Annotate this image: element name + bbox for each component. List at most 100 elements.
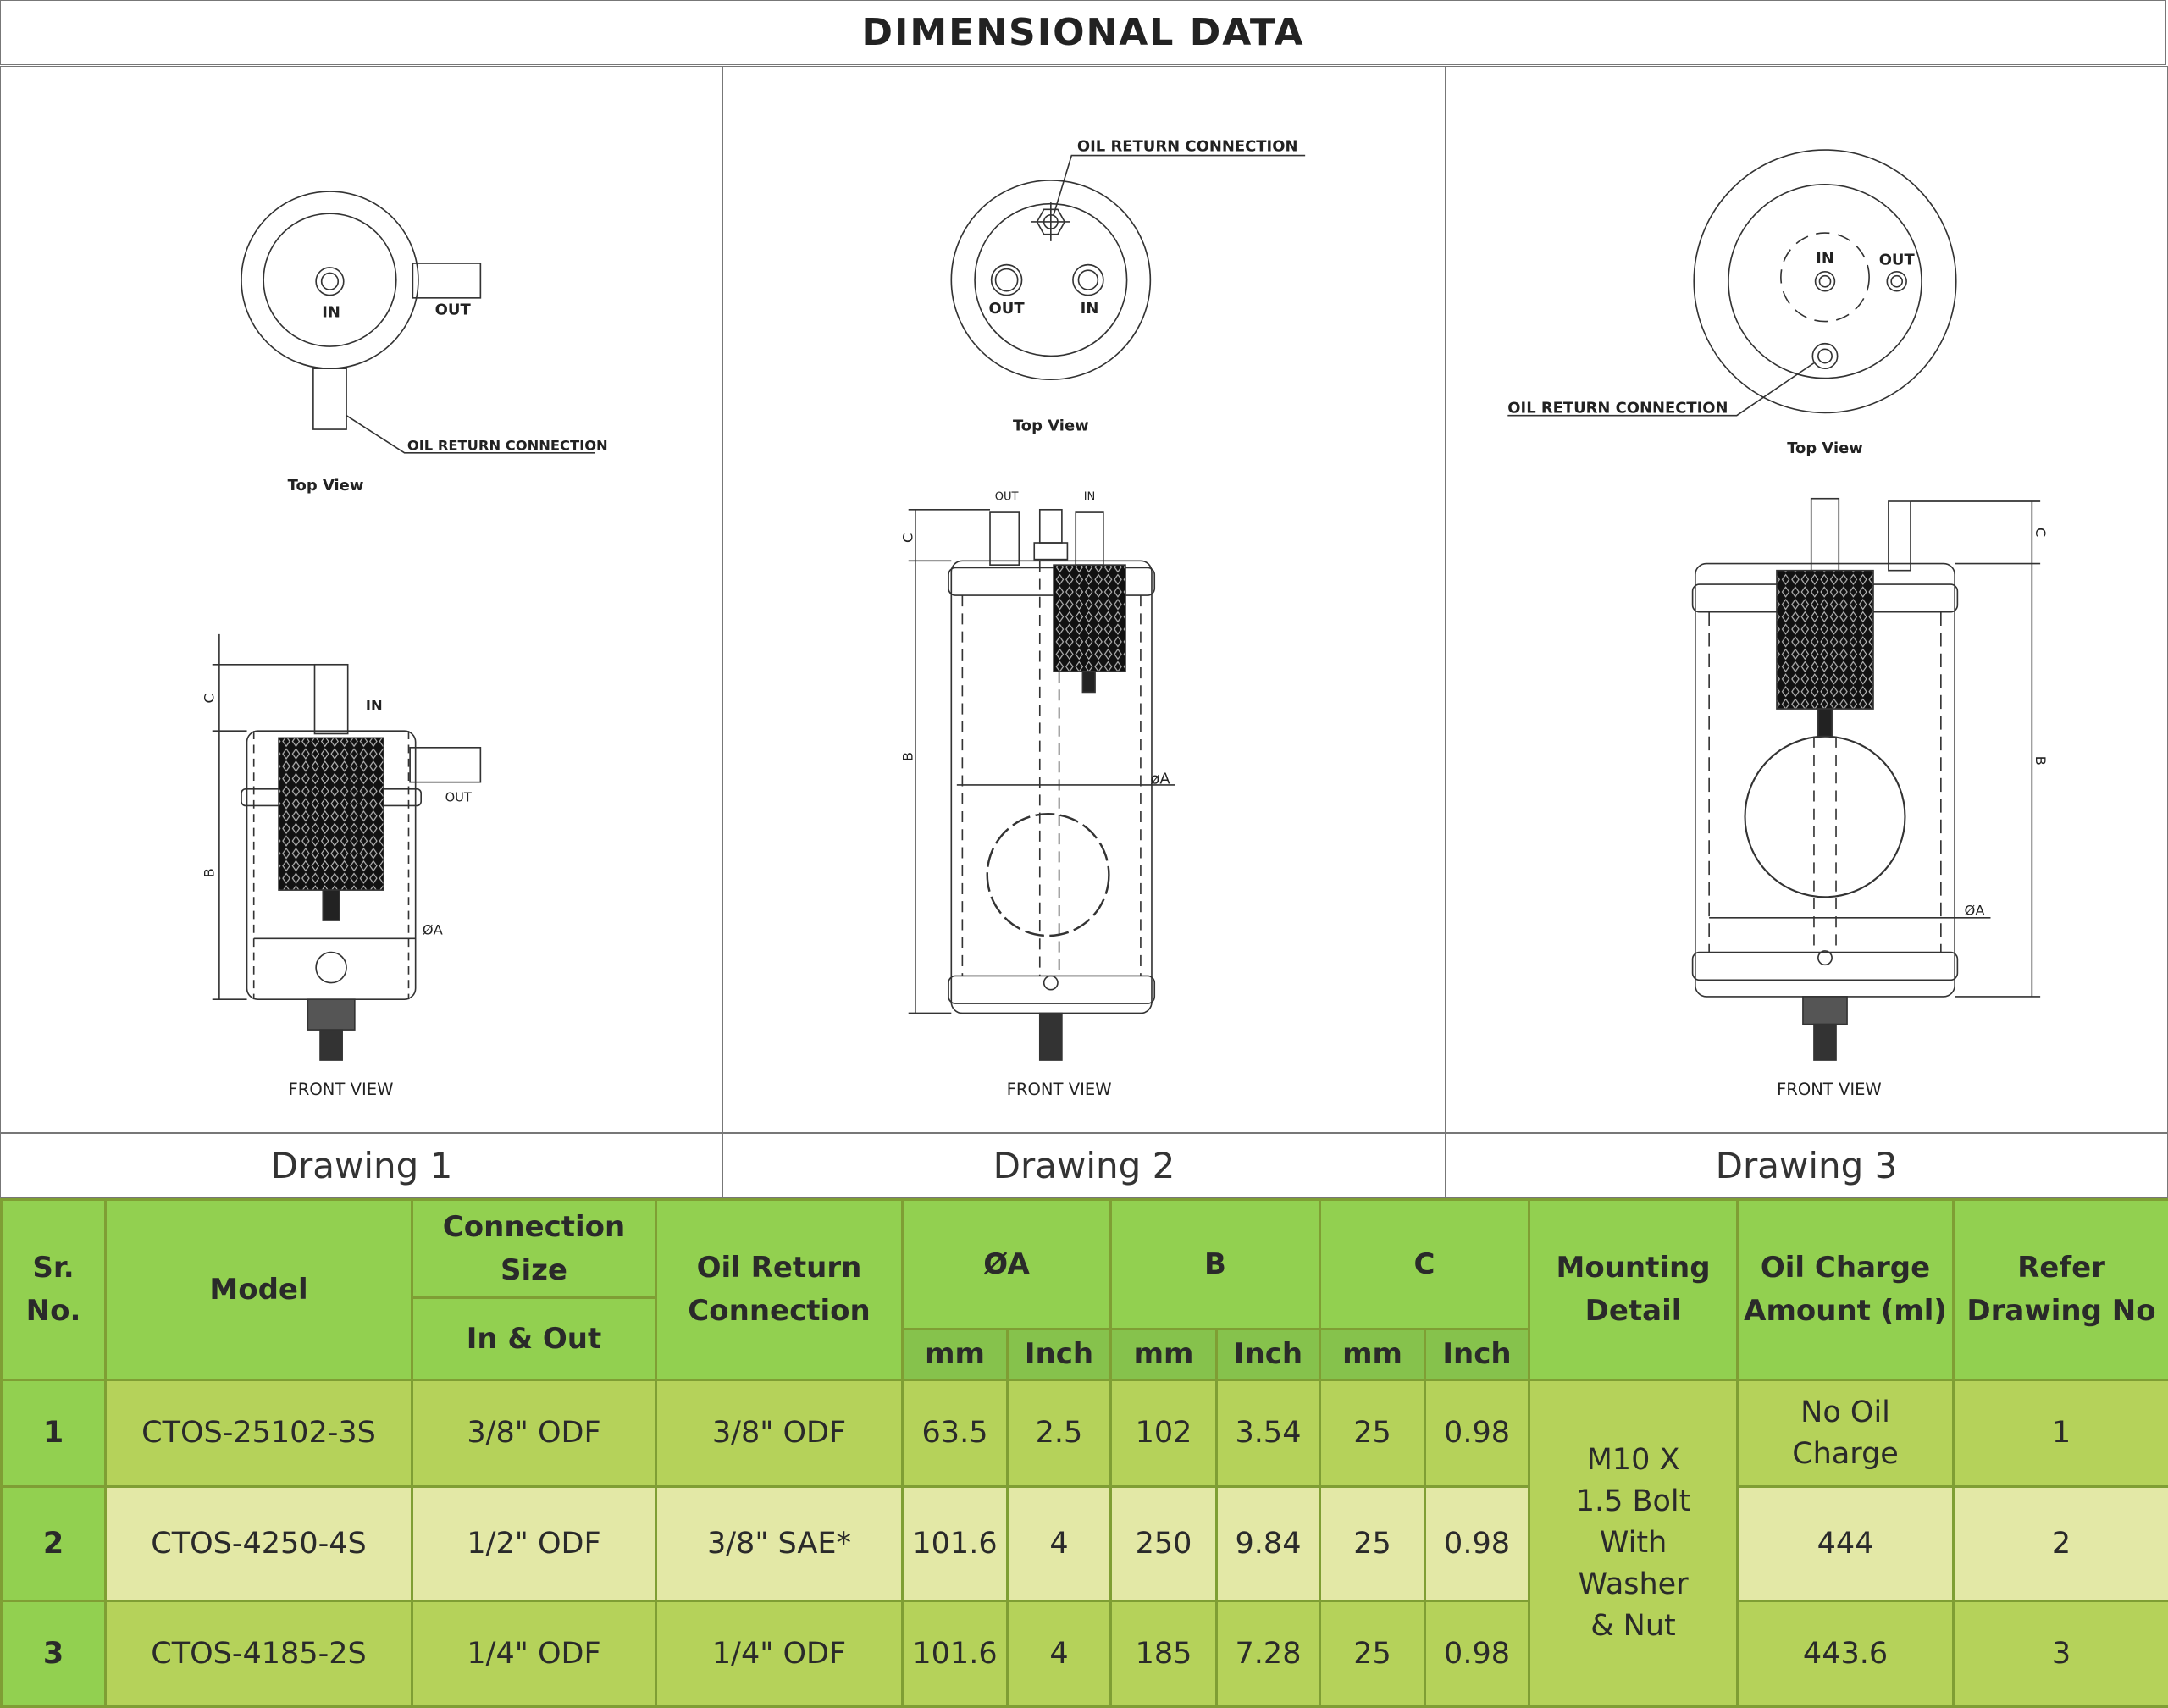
dim-b-label: B [201, 868, 217, 877]
header-c-inch: Inch [1425, 1329, 1529, 1380]
header-b: B [1111, 1200, 1320, 1329]
drawing-3-panel: IN OUT OIL RETURN CONNECTION Top View ØA… [1445, 66, 2168, 1133]
oil-return-label: OIL RETURN CONNECTION [1077, 138, 1298, 156]
front-view-2 [909, 510, 1175, 1060]
header-model: Model [106, 1200, 412, 1380]
drawing-2-label: Drawing 2 [722, 1133, 1446, 1198]
front-in-label: IN [1084, 490, 1096, 503]
header-refer-drawing: Refer Drawing No [1954, 1200, 2168, 1380]
cell-b-in: 7.28 [1217, 1601, 1320, 1707]
header-connection-size: Connection Size [412, 1200, 656, 1298]
cell-a-mm: 101.6 [903, 1601, 1008, 1707]
cell-oil-return: 1/4" ODF [656, 1601, 903, 1707]
cell-b-in: 9.84 [1217, 1487, 1320, 1601]
drawing-1-label: Drawing 1 [0, 1133, 723, 1198]
dim-a-label: ØA [1965, 902, 1986, 918]
table-row: 1 CTOS-25102-3S 3/8" ODF 3/8" ODF 63.5 2… [2, 1380, 2168, 1487]
oil-return-label: OIL RETURN CONNECTION [1507, 399, 1728, 417]
cell-a-in: 2.5 [1008, 1380, 1111, 1487]
cell-oil-charge: 443.6 [1738, 1601, 1954, 1707]
top-view-3 [1507, 150, 1955, 416]
header-sr-no: Sr. No. [2, 1200, 106, 1380]
header-a: ØA [903, 1200, 1111, 1329]
cell-conn: 3/8" ODF [412, 1380, 656, 1487]
cell-c-in: 0.98 [1425, 1487, 1529, 1601]
cell-b-mm: 102 [1111, 1380, 1217, 1487]
front-view-label: FRONT VIEW [289, 1080, 394, 1099]
dim-a-label: ØA [423, 921, 444, 937]
table-row: 3 CTOS-4185-2S 1/4" ODF 1/4" ODF 101.6 4… [2, 1601, 2168, 1707]
top-view-label: Top View [288, 477, 364, 495]
cell-a-in: 4 [1008, 1601, 1111, 1707]
cell-c-mm: 25 [1320, 1487, 1425, 1601]
dim-c-label: C [900, 533, 916, 543]
cell-c-in: 0.98 [1425, 1601, 1529, 1707]
drawing-1: IN OUT OIL RETURN CONNECTION Top View IN… [1, 67, 722, 1132]
header-a-mm: mm [903, 1329, 1008, 1380]
dim-a-label: øA [1150, 770, 1170, 788]
cell-b-mm: 250 [1111, 1487, 1217, 1601]
header-c-mm: mm [1320, 1329, 1425, 1380]
cell-c-mm: 25 [1320, 1380, 1425, 1487]
cell-b-mm: 185 [1111, 1601, 1217, 1707]
cell-oil-charge: 444 [1738, 1487, 1954, 1601]
cell-model: CTOS-25102-3S [106, 1380, 412, 1487]
front-view-3 [1693, 499, 2041, 1060]
header-c: C [1320, 1200, 1529, 1329]
front-in-label: IN [366, 698, 383, 714]
drawing-3: IN OUT OIL RETURN CONNECTION Top View ØA… [1446, 67, 2167, 1132]
out-label: OUT [1879, 252, 1916, 269]
cell-refer: 3 [1954, 1601, 2168, 1707]
cell-conn: 1/4" ODF [412, 1601, 656, 1707]
cell-sr: 1 [2, 1380, 106, 1487]
table-row: 2 CTOS-4250-4S 1/2" ODF 3/8" SAE* 101.6 … [2, 1487, 2168, 1601]
top-view-2 [951, 156, 1305, 380]
cell-b-in: 3.54 [1217, 1380, 1320, 1487]
drawing-2: OUT IN OIL RETURN CONNECTION Top View OU… [723, 67, 1445, 1132]
header-in-out: In & Out [412, 1298, 656, 1380]
front-out-label: OUT [995, 490, 1019, 503]
cell-a-in: 4 [1008, 1487, 1111, 1601]
top-view-label: Top View [1787, 439, 1863, 457]
oil-return-label: OIL RETURN CONNECTION [407, 438, 608, 454]
cell-a-mm: 101.6 [903, 1487, 1008, 1601]
out-label: OUT [435, 301, 472, 318]
front-out-label: OUT [445, 791, 473, 805]
header-mounting: Mounting Detail [1529, 1200, 1738, 1380]
cell-sr: 2 [2, 1487, 106, 1601]
header-oil-charge: Oil Charge Amount (ml) [1738, 1200, 1954, 1380]
front-view-1 [213, 634, 481, 1060]
cell-conn: 1/2" ODF [412, 1487, 656, 1601]
header-a-inch: Inch [1008, 1329, 1111, 1380]
cell-model: CTOS-4185-2S [106, 1601, 412, 1707]
in-label: IN [1081, 300, 1099, 318]
drawing-1-panel: IN OUT OIL RETURN CONNECTION Top View IN… [0, 66, 723, 1133]
cell-oil-return: 3/8" ODF [656, 1380, 903, 1487]
cell-c-mm: 25 [1320, 1601, 1425, 1707]
in-label: IN [322, 304, 340, 322]
drawing-3-label: Drawing 3 [1445, 1133, 2168, 1198]
dim-c-label: C [2032, 528, 2049, 537]
cell-c-in: 0.98 [1425, 1380, 1529, 1487]
dim-c-label: C [201, 694, 217, 703]
header-oil-return: Oil Return Connection [656, 1200, 903, 1380]
front-view-label: FRONT VIEW [1777, 1080, 1882, 1099]
header-b-mm: mm [1111, 1329, 1217, 1380]
cell-mounting: M10 X 1.5 Bolt With Washer & Nut [1529, 1380, 1738, 1707]
header-b-inch: Inch [1217, 1329, 1320, 1380]
cell-a-mm: 63.5 [903, 1380, 1008, 1487]
out-label: OUT [989, 300, 1026, 318]
drawing-2-panel: OUT IN OIL RETURN CONNECTION Top View OU… [722, 66, 1446, 1133]
cell-sr: 3 [2, 1601, 106, 1707]
cell-oil-return: 3/8" SAE* [656, 1487, 903, 1601]
page-title: DIMENSIONAL DATA [0, 0, 2166, 65]
top-view-1 [241, 191, 595, 453]
cell-model: CTOS-4250-4S [106, 1487, 412, 1601]
dimensional-data-table: Sr. No. Model Connection Size Oil Return… [0, 1198, 2168, 1708]
dim-b-label: B [2032, 756, 2049, 766]
front-view-label: FRONT VIEW [1007, 1080, 1112, 1099]
cell-refer: 1 [1954, 1380, 2168, 1487]
dim-b-label: B [900, 752, 916, 761]
cell-refer: 2 [1954, 1487, 2168, 1601]
cell-oil-charge: No Oil Charge [1738, 1380, 1954, 1487]
